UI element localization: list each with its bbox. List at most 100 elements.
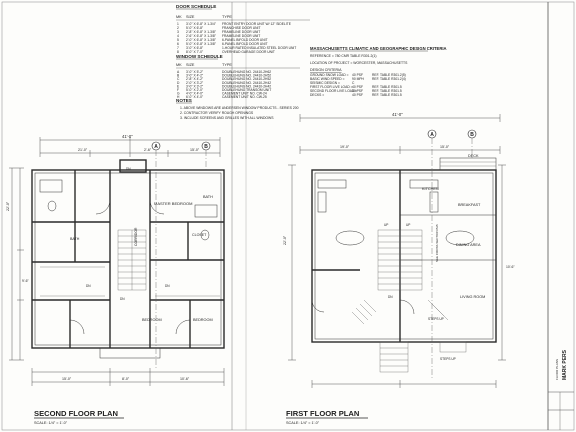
door-schedule-row-1-col-1: 5'-0" X 6'-8": [186, 26, 204, 30]
criteria-row-0-col-1: 40 PSF: [352, 73, 363, 77]
ff-dim-overall: 41'-0": [392, 112, 403, 117]
door-schedule-rows: 1 3'-0" X 6'-8" X 1-3/4" FRONT ENTRY DOOR …: [177, 22, 296, 54]
sf-stair: [117, 229, 147, 291]
criteria-row-5-col-0: DECKS =: [310, 93, 324, 97]
ff-dim-left: 19'-0": [340, 145, 350, 149]
ff-front-steps: [351, 299, 467, 373]
window-header-size: SIZE: [186, 63, 195, 67]
sf-room-closet: CLOSET: [192, 233, 207, 237]
ff-section-b: B: [470, 132, 474, 138]
sf-dim-bottom-left: 15'-0": [62, 377, 72, 381]
ff-room-breakfast: BREAKFAST: [458, 203, 481, 207]
criteria-row-0-col-0: GROUND SNOW LOAD =: [310, 73, 349, 77]
window-schedule-row-6-col-1: 4'-0" X 4'-0": [186, 92, 204, 96]
notes-block: NOTES 1. ABOVE WINDOWS ARE ANDERSEN WIND…: [176, 98, 299, 120]
window-schedule-row-0-col-2: DOUBLEHUNG NO. 24410-2H62: [222, 70, 271, 74]
ff-deck: [439, 157, 497, 171]
door-schedule-row-1-col-2: FRANCHISE DOOR UNIT: [222, 26, 260, 30]
ff-label-steps-up-1: STEPS UP: [428, 317, 444, 321]
sf-room-bath-left: BATH: [70, 237, 80, 241]
title-block: MARK PERS FLOOR PLANS: [548, 349, 574, 430]
sf-section-a: A: [154, 144, 158, 150]
door-schedule-row-3-col-0: 4: [177, 34, 179, 38]
window-schedule-row-7-col-1: 6'-0" X 4'-0": [186, 95, 204, 99]
note-2: 2. CONTRACTOR VERIFY ROUGH OPENINGS: [180, 111, 254, 115]
ff-dining-table: [445, 230, 475, 246]
criteria-title: MASSACHUSETTS CLIMATIC AND GEOGRAPHIC DE…: [310, 46, 447, 51]
sf-plan-scale: SCALE: 1/4" = 1'-0": [34, 421, 68, 425]
criteria-row-4-col-1: 30 PSF: [352, 89, 363, 93]
sf-room-bedroom-1: BEDROOM: [142, 318, 162, 322]
title-block-description: FLOOR PLANS: [555, 359, 559, 380]
window-schedule-title: WINDOW SCHEDULE: [176, 54, 223, 59]
window-schedule-row-0-col-1: 3'-0" X 5'-2": [186, 70, 204, 74]
sf-dim-left: 21'-0": [78, 148, 88, 152]
door-header-type: TYPE: [222, 15, 232, 19]
title-block-drawn-by: MARK PERS: [562, 349, 568, 380]
sf-dim-overall: 41'-0": [122, 134, 133, 139]
window-schedule-row-4-col-0: E: [177, 84, 180, 88]
door-schedule-row-4-col-2: 6-PANEL BIFOLD DOOR UNIT: [222, 38, 268, 42]
ff-exterior-wall: [311, 169, 497, 343]
ff-room-deck: DECK: [468, 154, 479, 158]
criteria-row-0-col-2: REF. TABLE R301.2(5): [372, 73, 406, 77]
ff-dim-right: 15'-0": [440, 145, 450, 149]
window-schedule-row-3-col-0: D: [177, 81, 180, 85]
door-schedule-row-6-col-1: 3'-0" X 6'-8": [186, 46, 204, 50]
ff-label-steps-up-2: STEPS UP: [440, 357, 456, 361]
window-schedule-row-7-col-2: CASEMENT UNIT NO. CW-25: [222, 95, 267, 99]
door-schedule-row-6-col-2: 1-HOUR RATED INSULATED STEEL DOOR UNIT: [222, 46, 296, 50]
criteria-location: LOCATION OF PROJECT = WORCESTER, MASSACH…: [310, 61, 408, 65]
criteria-subtitle: DESIGN CRITERIA: [310, 68, 342, 72]
criteria-row-2-col-1: C: [352, 81, 355, 85]
ff-kitchen-counter: [409, 179, 439, 189]
ff-stair: [377, 229, 423, 291]
door-schedule-row-0-col-2: FRONT ENTRY DOOR UNIT W/ 12" SIDELITE: [222, 22, 292, 26]
criteria-row-1-col-2: REF. TABLE R301.2(4): [372, 77, 406, 81]
door-schedule-row-0-col-0: 1: [177, 22, 179, 26]
sf-label-dn-4: DN: [126, 167, 131, 171]
window-schedule-row-4-col-1: 3'-0" X 3'-2": [186, 84, 204, 88]
criteria-row-4-col-0: SECOND FLOOR LIVE LOAD =: [310, 89, 357, 93]
door-schedule-row-0-col-1: 3'-0" X 6'-8" X 1-3/4": [186, 22, 217, 26]
ff-label-up-1: UP: [384, 223, 388, 227]
sf-label-dn-1: DN: [120, 297, 125, 301]
criteria-row-1-col-1: 90 MPH: [352, 77, 365, 81]
door-schedule-row-7-col-1: 8'-0" X 7'-0": [186, 50, 204, 54]
sf-room-bedroom-2: BEDROOM: [193, 318, 213, 322]
criteria-rows: GROUND SNOW LOAD =40 PSF REF. TABLE R301.…: [310, 73, 406, 97]
window-schedule-row-6-col-2: CASEMENT UNIT NO. CW-24: [222, 92, 267, 96]
window-schedule-row-5-col-1: 5'-0" X 2'-0": [186, 88, 204, 92]
window-schedule-row-2-col-1: 2'-8" X 4'-2": [186, 77, 204, 81]
criteria-row-5-col-2: REF. TABLE R301.5: [372, 93, 402, 97]
window-schedule-row-4-col-2: DOUBLEHUNG NO. 24410-2H42: [222, 84, 271, 88]
door-header-size: SIZE: [186, 15, 195, 19]
criteria-row-1-col-0: BASIC WIND SPEED =: [310, 77, 345, 81]
sf-tub-right: [194, 204, 218, 218]
sf-dim-right: 15'-0": [190, 148, 200, 152]
door-schedule-row-3-col-2: FRAMELINE DOOR UNIT: [222, 34, 260, 38]
note-3: 3. INCLUDE SCREENS AND GRILLES WITH ALL …: [180, 116, 274, 120]
window-schedule-row-3-col-2: DOUBLEHUNG NO. 24410-2H42: [222, 81, 271, 85]
design-criteria-block: MASSACHUSETTS CLIMATIC AND GEOGRAPHIC DE…: [310, 46, 447, 97]
door-schedule-row-2-col-0: 3: [177, 30, 179, 34]
sf-section-b: B: [204, 144, 208, 150]
sf-tub-left: [39, 179, 63, 193]
door-schedule-row-5-col-1: 5'-0" X 6'-8" X 1-3/8": [186, 42, 217, 46]
door-schedule-row-3-col-1: 2'-6" X 6'-8" X 1-3/8": [186, 34, 217, 38]
window-schedule-row-5-col-0: F: [177, 88, 179, 92]
criteria-row-2-col-0: SEISMIC DESIGN =: [310, 81, 340, 85]
window-schedule-row-1-col-1: 3'-0" X 4'-2": [186, 74, 204, 78]
window-schedule-row-5-col-2: DOUBLEHUNG TRANSOM UNIT: [222, 88, 271, 92]
window-schedule-row-1-col-0: B: [177, 74, 180, 78]
door-schedule-row-1-col-0: 2: [177, 26, 179, 30]
ff-plan-title: FIRST FLOOR PLAN: [286, 409, 359, 418]
ff-room-kitchen: KITCHEN: [422, 187, 439, 191]
door-schedule-row-2-col-2: FRAMELINE DOOR UNIT: [222, 30, 260, 34]
first-floor-plan: 41'-0" 19'-0" 15'-0" 22'-0" 10'-6": [283, 112, 515, 425]
door-schedule-row-6-col-0: 7: [177, 46, 179, 50]
second-floor-plan: 41'-0" 21'-0" 2'-6" 15'-0" 22'-0" 9'-6": [6, 134, 225, 425]
